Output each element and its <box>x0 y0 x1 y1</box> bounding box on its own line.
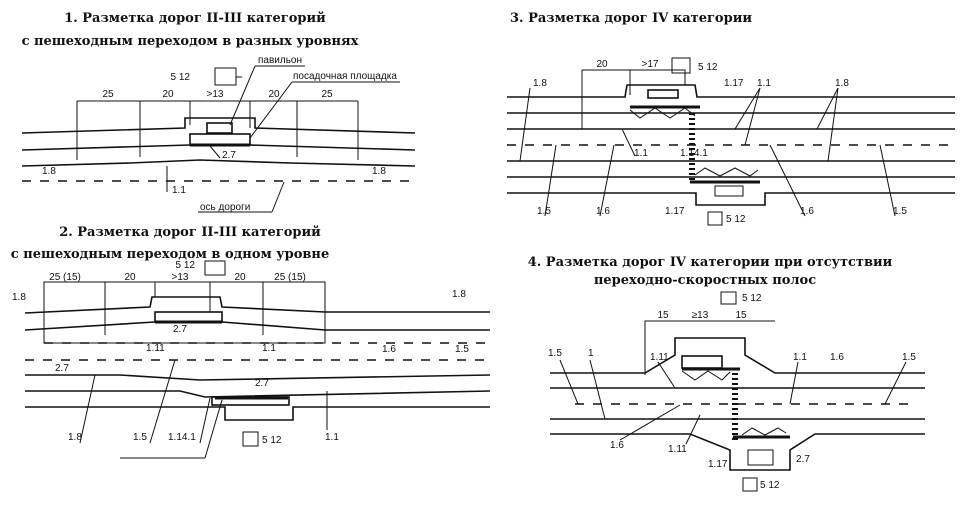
panel-2-title-line1: 2. Разметка дорог II-III категорий <box>59 225 321 240</box>
marking-label: 1.1 <box>634 148 648 159</box>
marking-label: 1.11 <box>668 444 687 455</box>
marking-label: 2.7 <box>55 363 69 374</box>
platform-label: посадочная площадка <box>293 71 397 82</box>
marking-label: 1.8 <box>12 292 26 303</box>
marking-label: 1.11 <box>146 343 165 354</box>
marking-label: 1.1 <box>757 78 771 89</box>
dim-label: >13 <box>207 89 224 100</box>
marking-label: 2.7 <box>255 378 269 389</box>
panel-2: 2. Разметка дорог II-III категорий с пеш… <box>11 225 491 459</box>
marking-label: 1.8 <box>68 432 82 443</box>
sign-5-12-icon <box>671 57 691 74</box>
marking-label: 2.7 <box>173 324 187 335</box>
panel-4: 4. Разметка дорог IV категории при отсут… <box>528 255 925 492</box>
panel-4-title-line1: 4. Разметка дорог IV категории при отсут… <box>528 255 893 270</box>
dim-label: 20 <box>596 59 608 70</box>
dim-label: 15 <box>657 310 669 321</box>
panel-3: 3. Разметка дорог IV категории 5 12 20 >… <box>507 11 955 226</box>
marking-label: 1.14.1 <box>680 148 708 159</box>
sign-label: 5 12 <box>171 72 191 83</box>
marking-label: 2.7 <box>222 150 236 161</box>
marking-label: 1.5 <box>548 348 562 359</box>
marking-label: 1.8 <box>452 289 466 300</box>
panel-2-title-line2: с пешеходным переходом в одном уровне <box>11 247 329 262</box>
marking-label: 1.1 <box>325 432 339 443</box>
sign-5-12-icon <box>204 260 226 276</box>
marking-label: 1.5 <box>902 352 916 363</box>
marking-label: 1 <box>588 348 594 359</box>
sign-label: 5 12 <box>698 62 718 73</box>
marking-label: 2.7 <box>796 454 810 465</box>
marking-label: 1.6 <box>830 352 844 363</box>
sign-5-12-icon <box>214 67 237 86</box>
panel-4-title-line2: переходно-скоростных полос <box>594 273 816 288</box>
marking-label: 1.6 <box>610 440 624 451</box>
marking-label: 1.5 <box>133 432 147 443</box>
marking-label: 1.5 <box>537 206 551 217</box>
marking-label: 1.8 <box>533 78 547 89</box>
dim-label: 20 <box>234 272 246 283</box>
sign-label: 5 12 <box>760 480 780 491</box>
sign-5-12-icon <box>720 291 737 305</box>
marking-label: 1.8 <box>835 78 849 89</box>
road-axis-label: ось дороги <box>200 202 250 213</box>
dim-label: 25 (15) <box>274 272 306 283</box>
dim-label: 20 <box>162 89 174 100</box>
marking-label: 1.11 <box>650 352 669 363</box>
sign-5-12-icon <box>707 211 723 226</box>
sign-label: 5 12 <box>176 260 196 271</box>
sign-label: 5 12 <box>262 435 282 446</box>
dim-label: 20 <box>124 272 136 283</box>
marking-label: 1.6 <box>382 344 396 355</box>
dim-label: 15 <box>735 310 747 321</box>
dim-label: 25 (15) <box>49 272 81 283</box>
panel-1-title-line2: с пешеходным переходом в разных уровнях <box>22 34 359 49</box>
dim-label: ≥13 <box>692 310 709 321</box>
dim-label: 25 <box>321 89 333 100</box>
dim-label: >13 <box>172 272 189 283</box>
sign-label: 5 12 <box>726 214 746 225</box>
marking-label: 1.8 <box>372 166 386 177</box>
dim-label: 25 <box>102 89 114 100</box>
sign-5-12-icon <box>242 431 259 447</box>
marking-label: 1.17 <box>724 78 744 89</box>
marking-label: 1.6 <box>596 206 610 217</box>
marking-label: 1.17 <box>665 206 685 217</box>
sign-label: 5 12 <box>742 293 762 304</box>
marking-label: 1.1 <box>172 185 186 196</box>
sign-5-12-icon <box>742 477 758 492</box>
marking-label: 1.6 <box>800 206 814 217</box>
dim-label: 20 <box>268 89 280 100</box>
panel-1-title-line1: 1. Разметка дорог II-III категорий <box>64 11 326 26</box>
marking-label: 1.1 <box>262 343 276 354</box>
marking-label: 1.5 <box>893 206 907 217</box>
marking-label: 1.17 <box>708 459 728 470</box>
marking-label: 1.14.1 <box>168 432 196 443</box>
pavilion-label: павильон <box>258 55 302 66</box>
panel-1: 1. Разметка дорог II-III категорий с пеш… <box>22 11 416 213</box>
panel-3-title: 3. Разметка дорог IV категории <box>510 11 752 26</box>
marking-label: 1.8 <box>42 166 56 177</box>
marking-label: 1.5 <box>455 344 469 355</box>
marking-label: 1.1 <box>793 352 807 363</box>
dim-label: >17 <box>642 59 659 70</box>
